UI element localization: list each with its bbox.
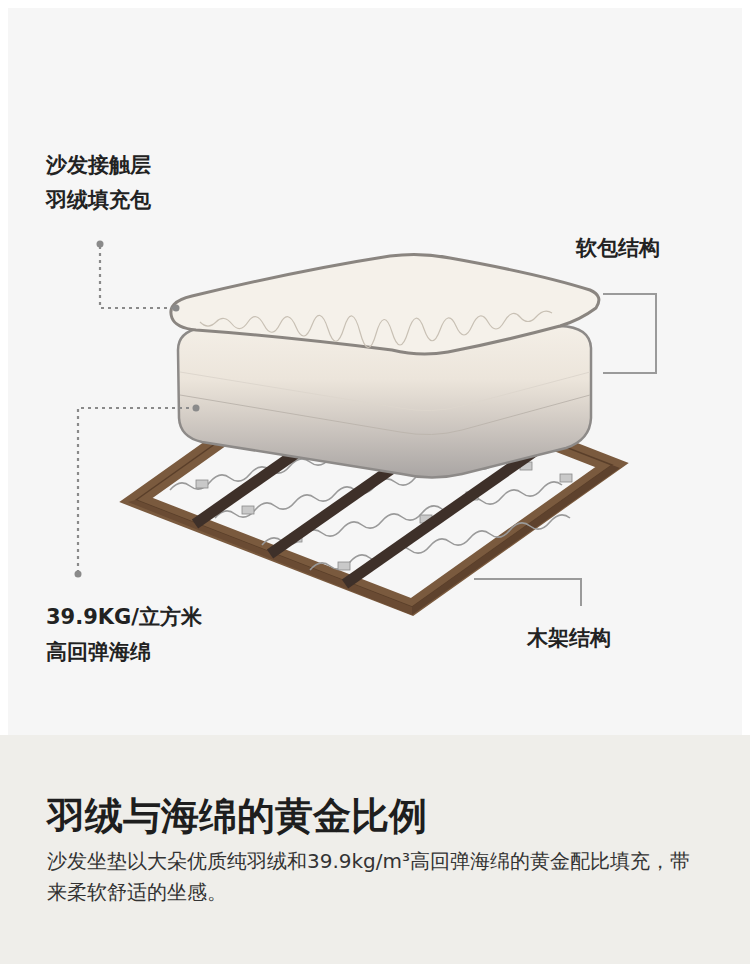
bracket (603, 294, 656, 373)
down-pillow (171, 254, 599, 354)
heading: 羽绒与海绵的黄金比例 (47, 793, 427, 839)
leader-dots (75, 241, 200, 578)
callout-label: 木架结构 (527, 621, 677, 656)
callout-label: 39.9KG/立方米 高回弹海绵 (46, 600, 261, 670)
callout-label: 沙发接触层 羽绒填充包 (46, 148, 196, 218)
leader-lines (78, 246, 196, 572)
callout-label: 软包结构 (576, 231, 726, 266)
caption: 沙发坐垫以大朵优质纯羽绒和39.9kg/m³高回弹海绵的黄金配比填充，带来柔软舒… (47, 846, 707, 908)
bracket (474, 579, 581, 606)
